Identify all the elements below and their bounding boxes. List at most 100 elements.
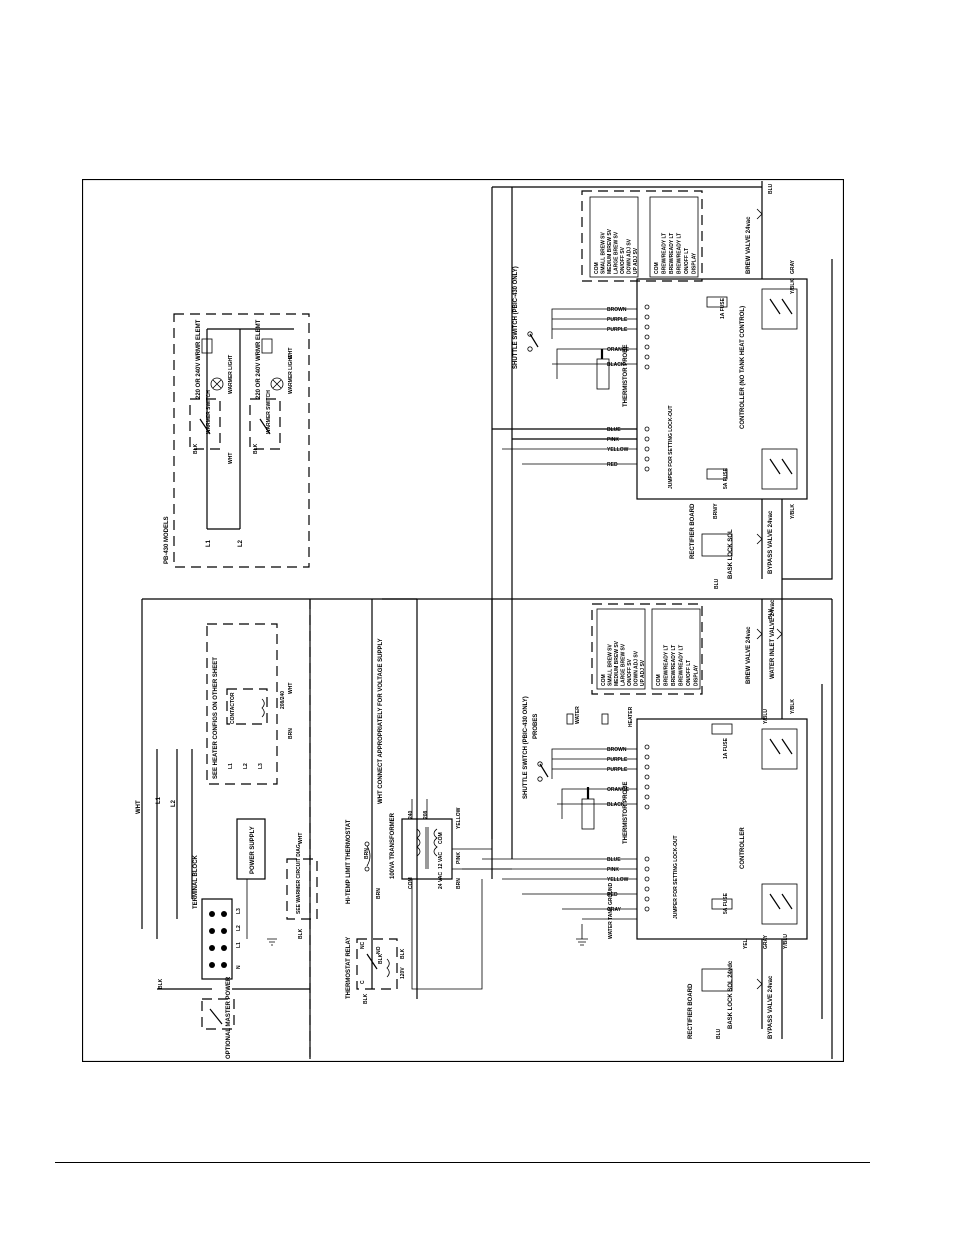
top-wire-color-labels: BROWNPURPLEPURPLEORANGEBLACKBLUEPINKYELL… [607,307,630,468]
svg-text:SEE WARMER CIRCUIT DIAG.: SEE WARMER CIRCUIT DIAG. [296,842,302,914]
top-light-item-5: DISPLAY [692,252,698,274]
svg-text:220 OR 240V WRMR ELEMT: 220 OR 240V WRMR ELEMT [256,319,262,399]
bottom-pin-lower-5 [644,906,650,912]
top-keypad-item-3: LARGE BREW SV [614,231,620,274]
top-keypad-item-0: COM [594,262,600,274]
top-brew-valve-label: BREW VALVE 24vac [746,216,752,274]
svg-text:WARMER LIGHT: WARMER LIGHT [288,355,294,394]
svg-text:L3: L3 [258,763,264,769]
svg-text:BLU: BLU [768,183,774,194]
bottom-controller-title: CONTROLLER [740,827,746,869]
top-light-item-1: BREW/READY LT [662,233,668,274]
top-pin-upper-3 [644,334,650,340]
svg-text:WHT: WHT [288,683,294,694]
svg-text:WHT: WHT [136,800,142,814]
bottom-light-item-2: BREW/READY LT [671,645,677,686]
bottom-pin-lower-1 [644,866,650,872]
bottom-lights-list [651,608,701,690]
svg-text:BLK: BLK [378,953,384,964]
svg-text:BRN: BRN [364,848,370,859]
svg-text:L1: L1 [156,796,162,804]
bottom-wire-color-9: GRAY [607,907,622,913]
top-controller-title: CONTROLLER (NO TANK HEAT CONTROL) [740,306,746,429]
top-pin-lower-4 [644,466,650,472]
power-supply-box [236,818,266,880]
svg-text:THERMOSTAT RELAY: THERMOSTAT RELAY [346,937,352,999]
bottom-wire-color-5: BLUE [607,857,621,863]
top-pin-upper-6 [644,364,650,370]
top-connector-upper [644,304,650,370]
bottom-keypad-item-6: UP ADJ SV [640,659,646,686]
bottom-light-item-5: DISPLAY [694,664,700,686]
svg-text:BASK LOCK SOL 24vdc: BASK LOCK SOL 24vdc [728,960,734,1029]
top-wire-color-5: BLUE [607,427,621,433]
bottom-thermistor [581,798,595,830]
power-section: SEE HEATER CONFIGS ON OTHER SHEET CONTAC… [136,598,512,1059]
svg-text:WHT: WHT [288,348,294,359]
transformer-box [401,818,453,880]
top-controller-board [636,278,808,500]
probes-label: PROBES [533,714,539,739]
bottom-pin-lower-0 [644,856,650,862]
bottom-wire-color-0: BROWN [607,747,627,753]
top-bypass-label: BYPASS VALVE 24vac [768,510,774,574]
bottom-shuttle-label: SHUTTLE SWITCH (PBIC-430 ONLY) [523,696,529,799]
svg-text:12 VAC: 12 VAC [438,851,444,869]
bottom-wire-color-1: PURPLE [607,757,628,763]
svg-text:NO: NO [376,946,382,954]
svg-text:Y/BLU: Y/BLU [763,709,769,724]
top-pin-upper-4 [644,344,650,350]
svg-text:BREW VALVE 24vac: BREW VALVE 24vac [746,626,752,684]
bottom-pin-upper-5 [644,794,650,800]
bottom-wire-color-7: YELLOW [607,877,629,883]
bottom-light-item-4: ON/OFF LT [686,660,692,686]
top-wire-color-1: PURPLE [607,317,628,323]
svg-text:220 OR 240V WRMR ELEMT: 220 OR 240V WRMR ELEMT [196,319,202,399]
svg-text:Y/BLU: Y/BLU [783,934,789,949]
bottom-pin-lower-4 [644,896,650,902]
top-rectifier [701,533,733,557]
top-thermistor-label: THERMISTOR PROBE [623,344,629,407]
top-relay-lower [761,448,798,490]
svg-text:BRN: BRN [456,878,462,889]
svg-text:YEL: YEL [743,939,749,949]
top-light-item-0: COM [654,262,660,274]
bottom-wire-color-4: BLACK [607,802,625,808]
svg-text:N: N [236,965,242,969]
bottom-thermistor-label: THERMISTOR PROBE [623,781,629,844]
svg-text:BLK: BLK [158,978,164,989]
svg-text:208/240: 208/240 [280,691,286,709]
svg-text:JUMPER FOR SETTING LOCK-OUT: JUMPER FOR SETTING LOCK-OUT [673,835,679,919]
top-fuse-5a [706,468,728,480]
top-wire-color-6: PINK [607,437,619,443]
svg-text:WHT: WHT [228,453,234,464]
bottom-controller-board [636,718,808,940]
top-pin-upper-2 [644,324,650,330]
top-fuse-1a-label: 1A FUSE [720,297,726,319]
footer-rule [55,1162,870,1163]
top-keypad-item-2: MEDIUM BREW SV [607,228,613,274]
svg-text:BLK: BLK [400,948,406,959]
bottom-keypad-item-0: COM [601,674,607,686]
svg-text:GRAY: GRAY [790,259,796,274]
svg-text:BYPASS VALVE 24vac: BYPASS VALVE 24vac [768,975,774,1039]
top-pin-upper-0 [644,304,650,310]
bottom-pin-upper-1 [644,754,650,760]
svg-text:PINK: PINK [456,852,462,864]
bottom-connector-upper [644,744,650,810]
warmer-models-label: PB-430 MODELS [164,516,170,564]
top-fuse-5a-label: 5A FUSE [723,467,729,489]
warmer-light-icon-1 [210,377,224,391]
bottom-light-item-0: COM [656,674,662,686]
bottom-pin-upper-2 [644,764,650,770]
top-pin-lower-1 [644,436,650,442]
svg-text:Y/BLK: Y/BLK [790,279,796,294]
svg-text:Y/BLK: Y/BLK [790,504,796,519]
svg-text:BRN: BRN [376,888,382,899]
svg-text:POWER SUPPLY: POWER SUPPLY [250,826,256,874]
master-power-box [201,998,235,1030]
svg-text:CONTACTOR: CONTACTOR [230,692,236,724]
svg-text:WARMER SWITCH: WARMER SWITCH [266,390,272,434]
